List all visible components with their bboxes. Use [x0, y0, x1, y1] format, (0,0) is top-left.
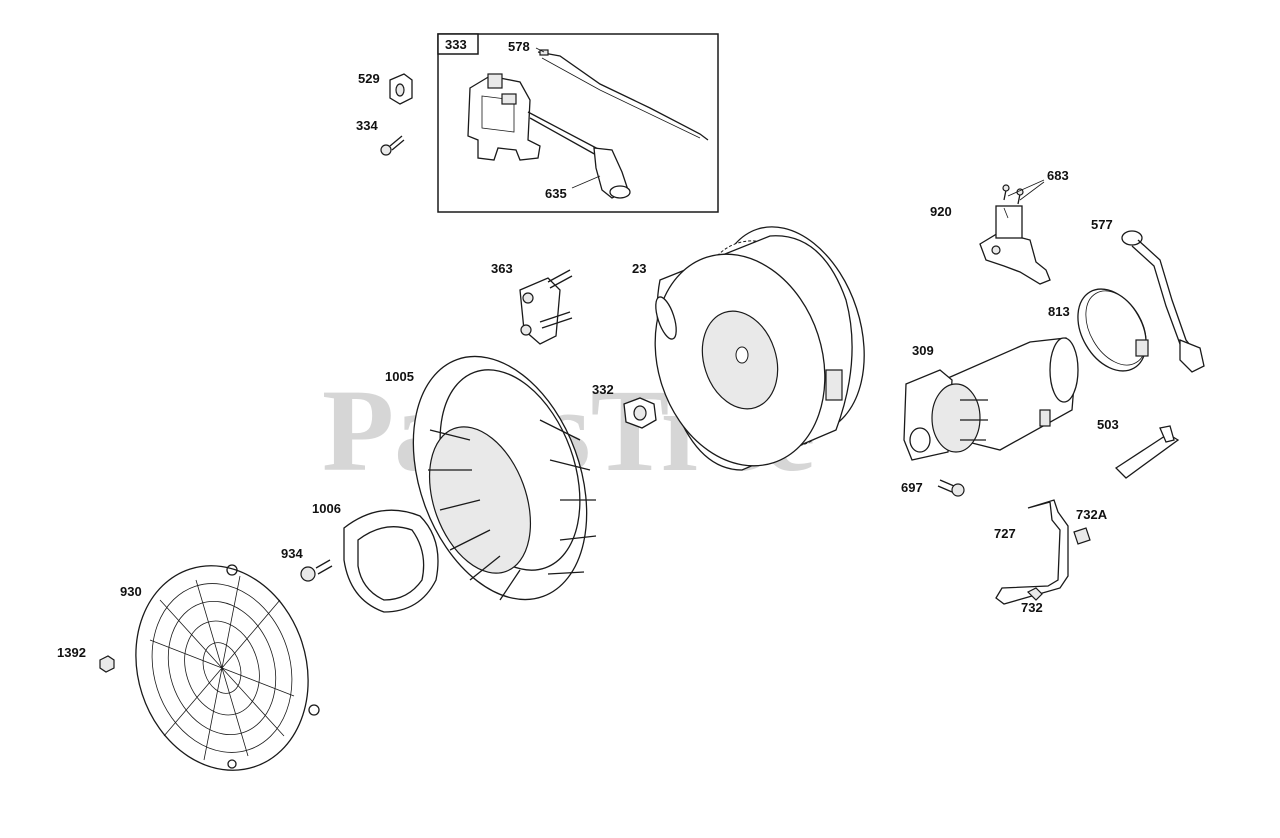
screen-1006[interactable] — [343, 509, 439, 613]
callout-683[interactable]: 683 — [1047, 168, 1069, 183]
nut-1392[interactable] — [99, 655, 115, 673]
ignition-coil-group[interactable] — [437, 33, 719, 213]
nut-332[interactable] — [623, 397, 657, 429]
callout-332[interactable]: 332 — [592, 382, 614, 397]
callout-1005[interactable]: 1005 — [385, 369, 414, 384]
bracket-503[interactable] — [1114, 425, 1180, 479]
flywheel-23[interactable] — [629, 208, 890, 488]
callout-732[interactable]: 732 — [1021, 600, 1043, 615]
callout-23[interactable]: 23 — [632, 261, 646, 276]
callout-578[interactable]: 578 — [508, 39, 530, 54]
callout-529[interactable]: 529 — [358, 71, 380, 86]
bracket-727[interactable] — [995, 499, 1069, 605]
callout-727[interactable]: 727 — [994, 526, 1016, 541]
callout-577[interactable]: 577 — [1091, 217, 1113, 232]
starter-309[interactable] — [903, 337, 1079, 461]
callout-363[interactable]: 363 — [491, 261, 513, 276]
bolt-697[interactable] — [937, 479, 965, 497]
callout-503[interactable]: 503 — [1097, 417, 1119, 432]
callout-930[interactable]: 930 — [120, 584, 142, 599]
bolt-732a[interactable] — [1073, 527, 1091, 545]
callout-333[interactable]: 333 — [445, 37, 467, 52]
fan-1005[interactable] — [382, 332, 619, 624]
callout-920[interactable]: 920 — [930, 204, 952, 219]
callout-309[interactable]: 309 — [912, 343, 934, 358]
solenoid-920[interactable] — [979, 184, 1051, 285]
cable-577[interactable] — [1121, 230, 1205, 373]
callout-813[interactable]: 813 — [1048, 304, 1070, 319]
strap-813[interactable] — [1064, 277, 1160, 383]
bracket-363[interactable] — [519, 269, 573, 345]
callout-635[interactable]: 635 — [545, 186, 567, 201]
callout-labels: 333 578 635 529 334 363 23 920 683 577 8… — [57, 37, 1119, 660]
callout-732a[interactable]: 732A — [1076, 507, 1108, 522]
nut-732[interactable] — [1026, 587, 1043, 601]
grille-930[interactable] — [110, 543, 334, 793]
callout-697[interactable]: 697 — [901, 480, 923, 495]
grommet-529[interactable] — [389, 73, 413, 105]
callout-934[interactable]: 934 — [281, 546, 303, 561]
callout-1392[interactable]: 1392 — [57, 645, 86, 660]
bolt-934[interactable] — [300, 559, 333, 582]
screw-334[interactable] — [380, 135, 405, 156]
leader-lines — [535, 47, 1045, 219]
callout-1006[interactable]: 1006 — [312, 501, 341, 516]
callout-334[interactable]: 334 — [356, 118, 378, 133]
